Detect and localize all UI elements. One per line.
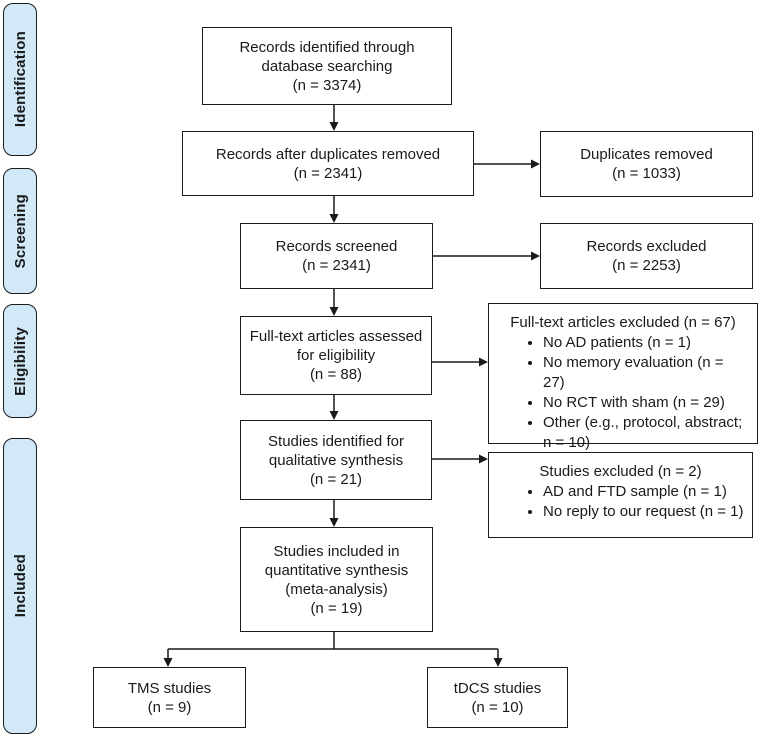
box-text-line: Duplicates removed (580, 146, 713, 163)
stage-label-text: Identification (11, 31, 29, 128)
arrow-qualitative-to-quantitative (329, 500, 339, 527)
box-tdcs-studies: tDCS studies (n = 10) (427, 667, 568, 728)
box-qualitative-synthesis: Studies identified for qualitative synth… (240, 420, 432, 500)
arrow-to-studies-excluded (432, 454, 488, 464)
box-title: Studies excluded (n = 2) (539, 463, 702, 480)
exclusion-reason: AD and FTD sample (n = 1) (543, 482, 744, 502)
arrow-identified-to-after-duplicates (329, 105, 339, 131)
box-text-line: (n = 19) (310, 599, 363, 617)
exclusion-reason: No reply to our request (n = 1) (543, 502, 744, 522)
branch-quantitative-to-tms-tdcs (163, 632, 503, 667)
stage-label-screening: Screening (3, 168, 37, 294)
stage-label-text: Included (11, 554, 29, 618)
box-text-line: (n = 3374) (292, 76, 362, 94)
box-text-line: database searching (261, 57, 393, 75)
exclusion-reason-list: AD and FTD sample (n = 1) No reply to ou… (489, 482, 752, 522)
box-quantitative-synthesis: Studies included in quantitative synthes… (240, 527, 433, 632)
box-text-line: tDCS studies (453, 679, 542, 697)
box-text-line: Records after duplicates removed (215, 145, 441, 163)
box-records-identified: Records identified through database sear… (202, 27, 452, 105)
box-text-line: (n = 2341) (302, 257, 371, 274)
box-duplicates-removed: Duplicates removed (n = 1033) (540, 131, 753, 197)
arrow-to-fulltext-excluded (432, 357, 488, 367)
box-records-after-duplicates: Records after duplicates removed (n = 23… (182, 131, 474, 196)
box-text-line: Records screened (275, 238, 398, 255)
box-text-line: for eligibility (296, 347, 376, 364)
box-text-line: Records excluded (586, 238, 707, 255)
box-text-line: (n = 2341) (293, 164, 363, 182)
box-text-line: (n = 10) (471, 698, 524, 716)
box-text-line: quantitative synthesis (264, 561, 409, 579)
arrow-fulltext-to-qualitative (329, 395, 339, 420)
exclusion-reason-list: No AD patients (n = 1) No memory evaluat… (489, 333, 757, 453)
box-text-line: Studies identified for (268, 432, 404, 450)
box-fulltext-excluded: Full-text articles excluded (n = 67) No … (488, 303, 758, 451)
stage-label-text: Eligibility (11, 326, 29, 396)
box-studies-excluded: Studies excluded (n = 2) AD and FTD samp… (488, 452, 753, 538)
box-text-line: (meta-analysis) (285, 580, 388, 598)
box-text-line: Records identified through (239, 38, 415, 56)
exclusion-reason: Other (e.g., protocol, abstract; n = 10) (543, 413, 749, 453)
box-text-line: (n = 21) (309, 470, 363, 488)
box-text-line: (n = 9) (147, 698, 192, 716)
box-text-line: qualitative synthesis (268, 451, 404, 469)
box-text-line: Full-text articles assessed (249, 328, 423, 345)
stage-label-included: Included (3, 438, 37, 734)
exclusion-reason: No memory evaluation (n = 27) (543, 353, 749, 393)
box-text-line: (n = 88) (309, 366, 363, 383)
box-records-excluded: Records excluded (n = 2253) (540, 223, 753, 289)
exclusion-reason: No RCT with sham (n = 29) (543, 393, 749, 413)
box-fulltext-assessed: Full-text articles assessed for eligibil… (240, 316, 432, 395)
box-tms-studies: TMS studies (n = 9) (93, 667, 246, 728)
arrow-screened-to-fulltext (329, 289, 339, 316)
arrow-to-records-excluded (433, 251, 540, 261)
arrow-to-duplicates-removed (474, 159, 540, 169)
exclusion-reason: No AD patients (n = 1) (543, 333, 749, 353)
box-records-screened: Records screened (n = 2341) (240, 223, 433, 289)
box-title: Full-text articles excluded (n = 67) (510, 314, 736, 331)
stage-label-text: Screening (11, 193, 29, 269)
arrow-after-duplicates-to-screened (329, 196, 339, 223)
stage-label-eligibility: Eligibility (3, 304, 37, 418)
box-text-line: Studies included in (273, 542, 400, 560)
box-text-line: (n = 2253) (612, 257, 681, 274)
stage-label-identification: Identification (3, 3, 37, 156)
box-text-line: TMS studies (127, 679, 212, 697)
box-text-line: (n = 1033) (612, 165, 681, 182)
